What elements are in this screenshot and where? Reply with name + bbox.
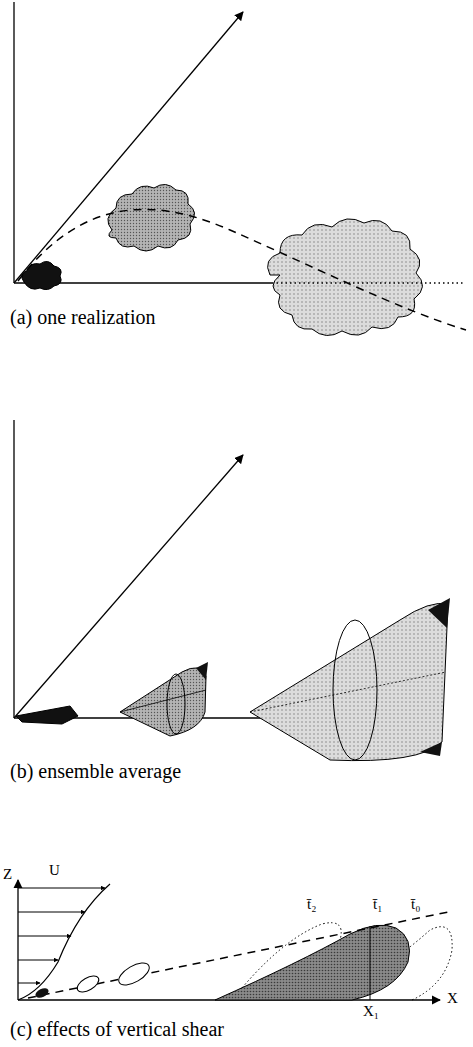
label-text: (b) ensemble average (10, 760, 181, 782)
plume-axis (120, 690, 206, 712)
puff-cloud (108, 184, 195, 251)
plume-section (167, 674, 185, 734)
mean-plume (215, 925, 410, 1000)
puff-cloud (75, 973, 102, 995)
position-marker (370, 926, 371, 1000)
label-text: (a) one realization (10, 306, 155, 328)
wind-arrow (18, 936, 71, 937)
axis-line (13, 2, 14, 283)
plume-axis (250, 672, 446, 712)
panel-a (14, 2, 466, 336)
label-text: t̄₀ (410, 896, 421, 912)
plume-tip (428, 598, 450, 628)
axis-label: U (48, 862, 61, 879)
label-text: t̄₂ (306, 896, 317, 912)
axis-arrow (14, 455, 243, 718)
plume-tip (420, 742, 442, 756)
plume-tip (196, 662, 208, 680)
wind-arrow (18, 983, 40, 984)
axis-label: X₁ (362, 1003, 380, 1020)
puff-cloud (115, 959, 152, 990)
panel-b (14, 420, 450, 761)
label-text: X (446, 990, 459, 1006)
panel-c (18, 880, 452, 1000)
wind-arrow (18, 912, 85, 913)
axis-line (13, 420, 14, 718)
puff-source (22, 261, 61, 289)
contour-label: t̄₁ (372, 896, 383, 913)
label-text: Z (2, 866, 13, 882)
wind-arrow (18, 960, 58, 961)
puff-source (34, 986, 50, 999)
axis-label: X (446, 990, 459, 1007)
panel-caption: (b) ensemble average (10, 760, 181, 783)
mean-plume (16, 706, 78, 724)
label-text: U (48, 862, 61, 878)
contour-label: t̄₀ (410, 896, 421, 913)
panel-caption: (a) one realization (10, 306, 155, 329)
puff-trajectory (28, 912, 448, 998)
puff-cloud (268, 219, 423, 336)
axis-arrow (14, 12, 243, 283)
label-text: t̄₁ (372, 896, 383, 912)
axis-arrow (17, 880, 18, 1000)
label-text: X₁ (362, 1003, 380, 1019)
label-text: (c) effects of vertical shear (10, 1018, 224, 1040)
contour-label: t̄₂ (306, 896, 317, 913)
wind-profile (18, 884, 110, 1000)
plume-section (333, 620, 377, 760)
axis-label: Z (2, 866, 13, 883)
mean-plume (250, 603, 448, 760)
mean-plume (120, 668, 206, 736)
panel-caption: (c) effects of vertical shear (10, 1018, 224, 1041)
axis-hidden (272, 282, 465, 283)
wind-arrow (18, 888, 105, 889)
